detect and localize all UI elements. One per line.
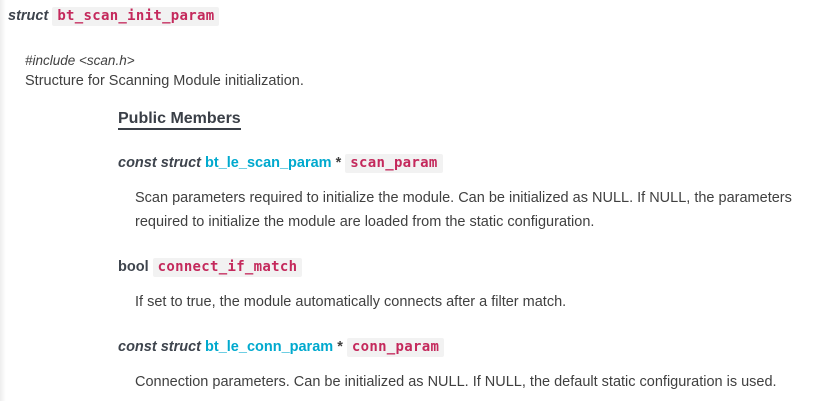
- member-name: conn_param: [346, 338, 445, 357]
- struct-signature: struct bt_scan_init_param: [8, 7, 839, 26]
- pointer-asterisk: *: [337, 339, 343, 355]
- struct-keyword: struct: [8, 8, 49, 24]
- member-type-keyword: const struct: [118, 339, 201, 355]
- struct-body: #include <scan.h> Structure for Scanning…: [25, 52, 839, 394]
- member-type-keyword: const struct: [118, 155, 201, 171]
- member-signature: const struct bt_le_scan_param * scan_par…: [118, 154, 839, 173]
- member-block: bool connect_if_match If set to true, th…: [118, 258, 839, 314]
- member-signature: bool connect_if_match: [118, 258, 839, 277]
- member-name: connect_if_match: [152, 258, 303, 277]
- member-block: const struct bt_le_conn_param * conn_par…: [118, 338, 839, 394]
- member-description: Scan parameters required to initialize t…: [135, 190, 792, 230]
- public-members-section: Public Members const struct bt_le_scan_p…: [118, 110, 839, 394]
- struct-brief: Structure for Scanning Module initializa…: [25, 73, 304, 89]
- member-name: scan_param: [345, 154, 443, 173]
- include-directive: #include <scan.h>: [25, 53, 135, 68]
- member-type-keyword: bool: [118, 259, 149, 275]
- struct-name: bt_scan_init_param: [52, 7, 220, 26]
- member-block: const struct bt_le_scan_param * scan_par…: [118, 154, 839, 234]
- members-list: const struct bt_le_scan_param * scan_par…: [118, 154, 839, 394]
- pointer-asterisk: *: [335, 155, 342, 171]
- member-description: If set to true, the module automatically…: [135, 294, 567, 310]
- type-link[interactable]: bt_le_scan_param: [205, 155, 332, 171]
- public-members-heading: Public Members: [118, 110, 241, 130]
- type-link[interactable]: bt_le_conn_param: [205, 339, 334, 355]
- member-signature: const struct bt_le_conn_param * conn_par…: [118, 338, 839, 357]
- member-description: Connection parameters. Can be initialize…: [135, 374, 777, 390]
